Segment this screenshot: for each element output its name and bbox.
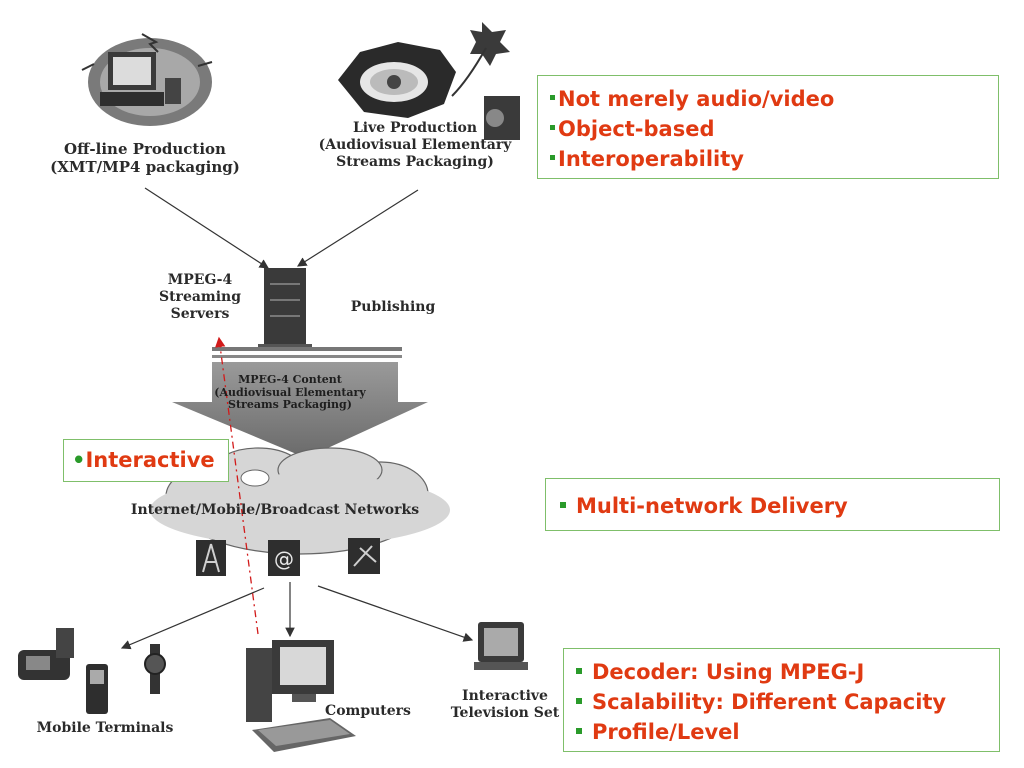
satellite-icon — [348, 538, 380, 574]
television-icon — [474, 622, 528, 670]
at-sign-icon: @ — [268, 540, 300, 576]
antenna-tower-icon — [196, 540, 226, 576]
content-arrow — [172, 362, 428, 458]
terminals-box: Decoder: Using MPEG-J Scalability: Diffe… — [563, 648, 1000, 752]
terminal-item: Decoder: Using MPEG-J — [576, 657, 999, 687]
server-tower-icon — [258, 268, 312, 348]
feature-item: Object-based — [550, 114, 998, 144]
watch-icon — [144, 644, 166, 694]
delivery-item: Multi-network Delivery — [560, 491, 999, 521]
at-symbol: @ — [274, 547, 294, 571]
terminal-item: Profile/Level — [576, 717, 999, 747]
streaming-servers-label: MPEG-4 Streaming Servers — [158, 272, 242, 322]
computers-label: Computers — [325, 703, 411, 719]
offline-production-label: Off-line Production (XMT/MP4 packaging) — [50, 140, 240, 176]
delivery-box: Multi-network Delivery — [545, 478, 1000, 531]
interactive-item: •Interactive — [72, 448, 215, 472]
mpeg4-content-label: MPEG-4 Content (Audiovisual Elementary S… — [214, 373, 366, 412]
terminal-item: Scalability: Different Capacity — [576, 687, 999, 717]
networks-label: Internet/Mobile/Broadcast Networks — [130, 502, 420, 518]
phone-icon — [18, 628, 74, 680]
interactive-box: •Interactive — [63, 439, 229, 482]
features-box: Not merely audio/video Object-based Inte… — [537, 75, 999, 179]
feature-item: Interoperability — [550, 144, 998, 174]
mobile-phone-icon — [86, 664, 108, 714]
camera-icon — [338, 22, 520, 140]
computer-mail-icon — [81, 33, 213, 126]
feature-item: Not merely audio/video — [550, 84, 998, 114]
live-production-label: Live Production (Audiovisual Elementary … — [318, 120, 512, 170]
interactive-tv-label: Interactive Television Set — [450, 688, 560, 721]
desktop-computer-icon — [246, 640, 356, 752]
publishing-label: Publishing — [350, 299, 436, 315]
network-cloud — [150, 447, 450, 555]
mobile-terminals-label: Mobile Terminals — [36, 720, 174, 736]
